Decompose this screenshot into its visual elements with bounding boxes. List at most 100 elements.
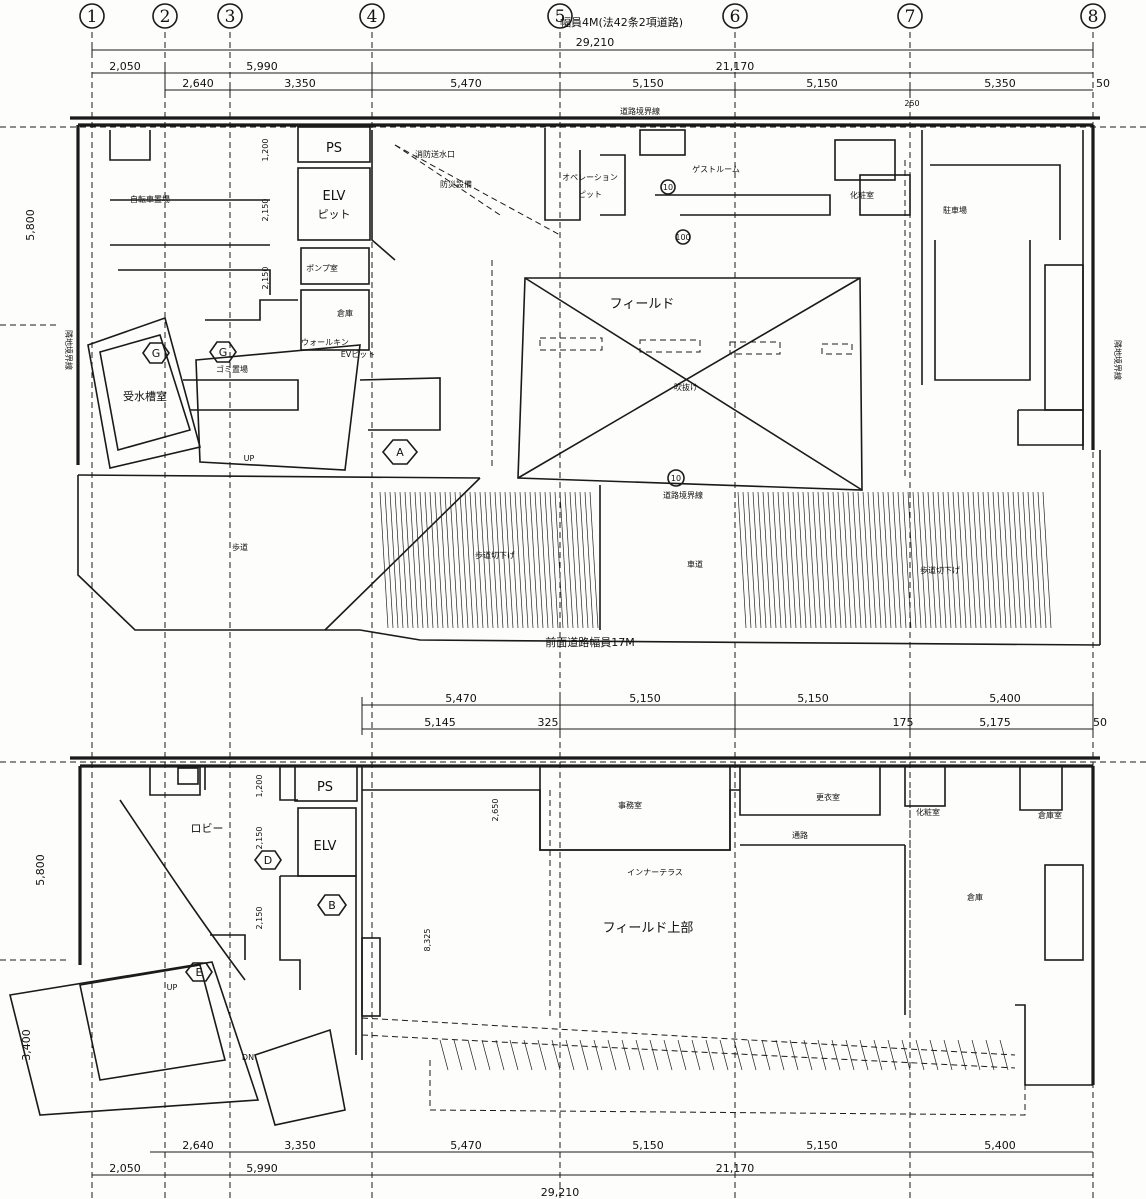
- ramp-hatch-line: [705, 1039, 715, 1071]
- ldim-5145: 5,145: [424, 716, 456, 729]
- operation-label: オペレーション: [562, 173, 618, 182]
- ramp-hatch-line: [509, 1039, 519, 1071]
- sidewalk-hatch-line: [439, 491, 449, 629]
- fire-facility-label: 防災設備: [440, 179, 472, 189]
- ramp-hatch-line: [957, 1039, 967, 1071]
- ramp-hatch-line: [901, 1039, 911, 1071]
- marker-g-2: G: [219, 346, 228, 359]
- sidewalk-hatch-line: [479, 491, 489, 629]
- ldim-5470: 5,470: [445, 692, 477, 705]
- sidewalk-hatch-line: [757, 491, 767, 629]
- sidewalk-hatch-line: [812, 491, 822, 629]
- sidewalk-hatch-line: [917, 491, 927, 629]
- boundary-top-label: 道路境界線: [620, 106, 660, 116]
- sidewalk-left-label: 歩道: [232, 542, 248, 552]
- ldim-b-overall: 29,210: [541, 1186, 580, 1199]
- lower-walls: [9, 756, 1100, 1126]
- upper-stair-up-label: UP: [244, 454, 255, 463]
- sidewalk-hatch-line: [817, 491, 827, 629]
- grid-label-1: 1: [87, 7, 98, 27]
- sidewalk-hatch-line: [792, 491, 802, 629]
- void-label: 吹抜け: [674, 382, 698, 392]
- sidewalk-hatch-line: [504, 491, 514, 629]
- dim-5990: 5,990: [246, 60, 278, 73]
- dim-21170: 21,170: [716, 60, 755, 73]
- road-width-note: 幅員4M(法42条2項道路): [560, 15, 683, 29]
- sidewalk-hatch-line: [967, 491, 977, 629]
- sidewalk-hatch-line: [564, 491, 574, 629]
- sidewalk-hatch-line: [1017, 491, 1027, 629]
- ldim-50: 50: [1093, 716, 1107, 729]
- sidewalk-hatch-line: [852, 491, 862, 629]
- sidewalk-hatch-line: [464, 491, 474, 629]
- ramp-hatch-line: [593, 1039, 603, 1071]
- marker-d: D: [264, 854, 272, 867]
- ramp-hatch-line: [999, 1039, 1009, 1071]
- grid-label-3: 3: [225, 7, 236, 27]
- sidewalk-hatch-line: [559, 491, 569, 629]
- walkin-label: ウォールキン: [301, 338, 349, 347]
- lower-stair-up-label: UP: [167, 983, 178, 992]
- dim-3350: 3,350: [284, 77, 316, 90]
- lower-ramp-hatch: [439, 1039, 1009, 1071]
- sidewalk-hatch-line: [404, 491, 414, 629]
- sidewalk-hatch-line: [384, 491, 394, 629]
- road-bottom-label: 前面道路幅員17M: [545, 635, 635, 649]
- upper-walls: [70, 116, 1101, 646]
- ramp-hatch-line: [971, 1039, 981, 1071]
- sidewalk-mid-label: 歩道切下げ: [475, 550, 515, 560]
- sidewalk-hatch-line: [1022, 491, 1032, 629]
- ramp-hatch-line: [719, 1039, 729, 1071]
- ldim-2650: 2,650: [491, 799, 500, 822]
- sidewalk-hatch-line: [489, 491, 499, 629]
- ldim-b-21170: 21,170: [716, 1162, 755, 1175]
- lower-room-labels: PS ELV ロビー 事務室 更衣室 通路 化粧室 フィールド上部 インナーテラ…: [167, 780, 1062, 1062]
- sidewalk-hatch-line: [837, 491, 847, 629]
- sidewalk-hatch-line: [549, 491, 559, 629]
- ramp-hatch-line: [943, 1039, 953, 1071]
- sidewalk-hatch-line: [777, 491, 787, 629]
- ldim-8325: 8,325: [423, 929, 432, 952]
- sidewalk-hatch-line: [509, 491, 519, 629]
- sidewalk-hatch-line: [797, 491, 807, 629]
- storage-right-label: 倉庫: [967, 892, 983, 902]
- sidewalk-hatch-line: [922, 491, 932, 629]
- ldim-b-5150a: 5,150: [632, 1139, 664, 1152]
- boundary-left-label: 隣地境界線: [64, 330, 74, 370]
- sidewalk-hatch-line: [514, 491, 524, 629]
- car-room-label: 駐車場: [943, 205, 967, 215]
- sidewalk-hatch-line: [997, 491, 1007, 629]
- corridor-label: 通路: [792, 830, 808, 840]
- sidewalk-hatch-line: [742, 491, 752, 629]
- fire-panel-label: 消防送水口: [415, 149, 455, 159]
- sidewalk-hatch-line: [539, 491, 549, 629]
- sidewalk-hatch-line: [992, 491, 1002, 629]
- sidewalk-hatch-line: [429, 491, 439, 629]
- ldim-5150a: 5,150: [629, 692, 661, 705]
- sidewalk-hatch-line: [737, 491, 747, 629]
- sidewalk-hatch-line: [394, 491, 404, 629]
- sidewalk-hatch-line: [569, 491, 579, 629]
- dim-2640: 2,640: [182, 77, 214, 90]
- marker-b: B: [328, 899, 336, 912]
- dim-5150a: 5,150: [632, 77, 664, 90]
- sidewalk-hatch-line: [752, 491, 762, 629]
- grid-label-2: 2: [160, 7, 171, 27]
- ramp-hatch-line: [565, 1039, 575, 1071]
- ldim-b-5990: 5,990: [246, 1162, 278, 1175]
- sidewalk-hatch-line: [862, 491, 872, 629]
- sidewalk-hatch-line: [529, 491, 539, 629]
- ramp-hatch-line: [607, 1039, 617, 1071]
- grid-label-7: 7: [905, 7, 916, 27]
- sidewalk-hatch-line: [787, 491, 797, 629]
- sidewalk-hatch-line: [494, 491, 504, 629]
- sidewalk-hatch-line: [927, 491, 937, 629]
- ramp-hatch-line: [929, 1039, 939, 1071]
- sidewalk-hatch-line: [932, 491, 942, 629]
- ramp-hatch-line: [523, 1039, 533, 1071]
- ramp-hatch-line: [467, 1039, 477, 1071]
- ramp-hatch-line: [579, 1039, 589, 1071]
- ldim-b-3350: 3,350: [284, 1139, 316, 1152]
- sidewalk-hatch-line: [589, 491, 599, 629]
- sidewalk-hatch-line: [977, 491, 987, 629]
